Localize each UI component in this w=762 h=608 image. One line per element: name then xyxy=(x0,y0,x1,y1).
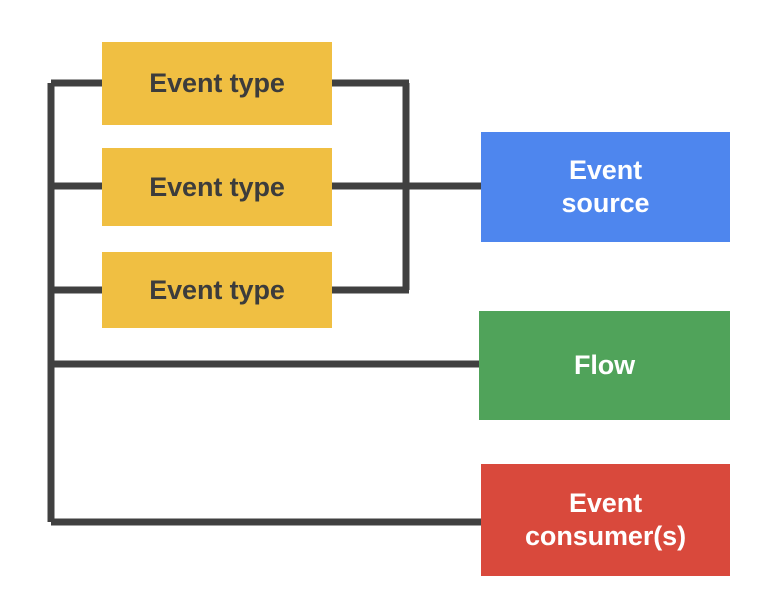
node-event-type-2-label: Event type xyxy=(149,171,285,202)
node-event-type-3-label: Event type xyxy=(149,274,285,305)
node-event-consumer-label: Event consumer(s) xyxy=(525,488,686,551)
node-event-type-1-label: Event type xyxy=(149,68,285,99)
node-event-source-label: Event source xyxy=(561,155,650,218)
node-event-type-3[interactable]: Event type xyxy=(102,252,332,328)
node-flow[interactable]: Flow xyxy=(479,311,730,420)
node-event-consumer[interactable]: Event consumer(s) xyxy=(481,464,730,576)
node-event-source[interactable]: Event source xyxy=(481,132,730,242)
node-flow-label: Flow xyxy=(573,350,636,381)
node-event-type-2[interactable]: Event type xyxy=(102,148,332,226)
node-event-type-1[interactable]: Event type xyxy=(102,42,332,125)
